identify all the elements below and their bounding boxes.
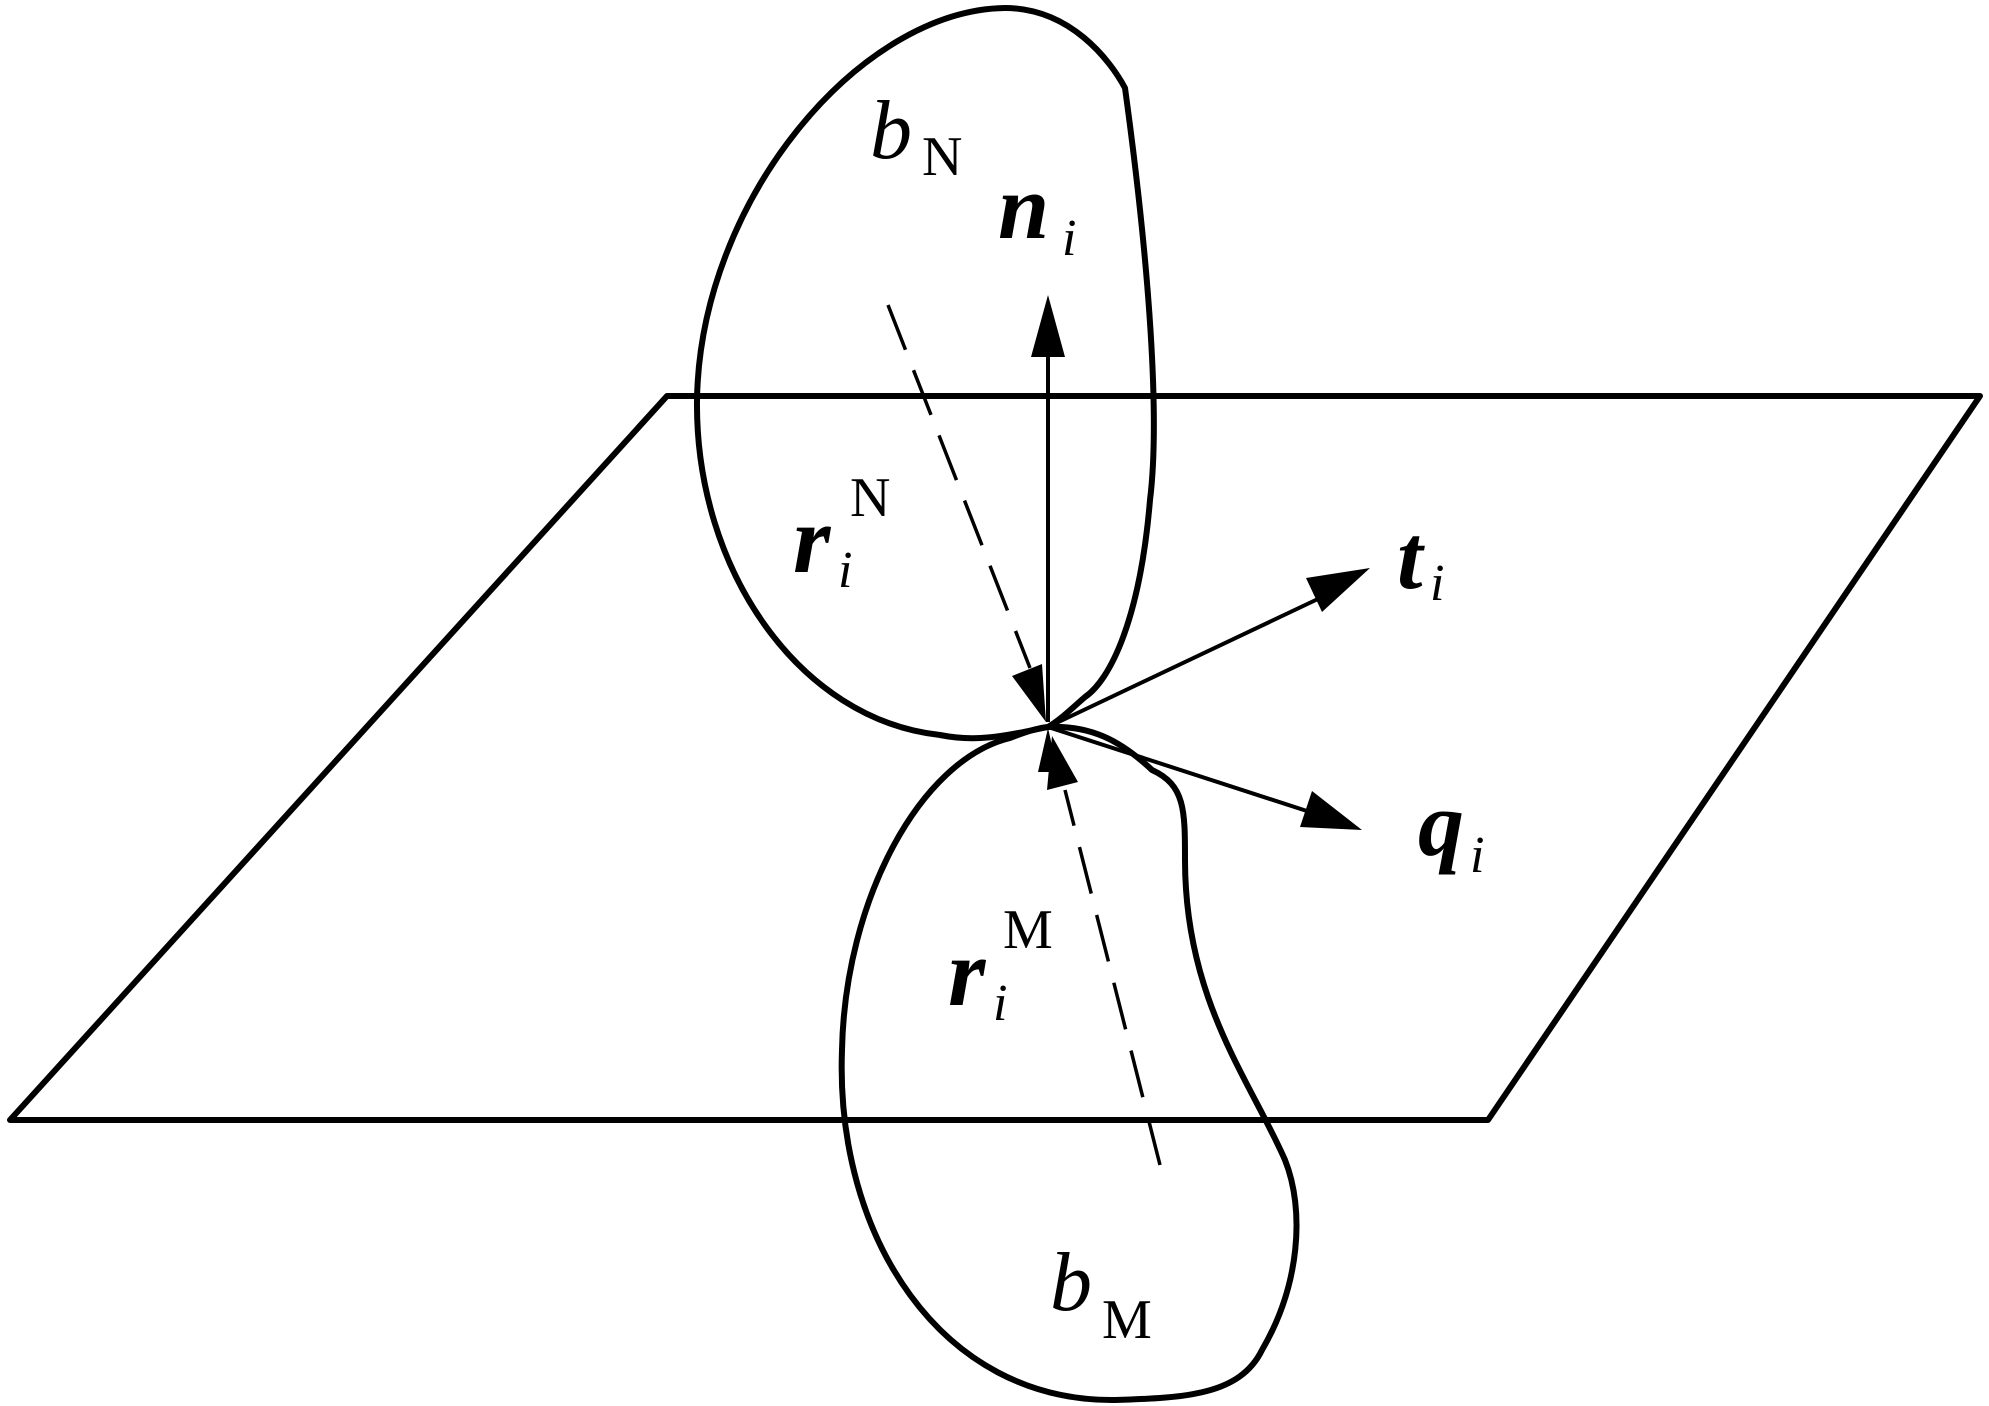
- svg-text:M: M: [1003, 899, 1053, 961]
- label-tangent-t: t i: [1397, 506, 1444, 612]
- svg-text:N: N: [922, 126, 962, 188]
- radius-n-arrowhead: [1012, 664, 1046, 722]
- normal-arrowhead: [1031, 295, 1065, 357]
- tangent-q-vector: [1047, 725, 1311, 814]
- label-body-n: b N: [870, 84, 962, 188]
- body-m-outline: [838, 723, 1300, 1404]
- svg-text:N: N: [850, 467, 890, 529]
- svg-text:b: b: [870, 84, 912, 177]
- svg-text:i: i: [993, 975, 1007, 1032]
- svg-text:i: i: [838, 542, 852, 599]
- tangent-q-arrowhead: [1300, 791, 1362, 830]
- label-tangent-q: q i: [1418, 773, 1484, 884]
- svg-text:n: n: [998, 156, 1049, 258]
- label-radius-n: r i N: [793, 467, 890, 599]
- body-n-outline: [693, 5, 1157, 742]
- radius-n-vector: [886, 304, 1032, 669]
- svg-text:r: r: [948, 919, 987, 1026]
- label-body-m: b M: [1050, 1236, 1152, 1351]
- svg-text:i: i: [1062, 210, 1076, 267]
- svg-text:i: i: [1430, 555, 1444, 612]
- tangent-t-arrowhead: [1306, 568, 1370, 612]
- tangent-t-vector: [1047, 596, 1321, 729]
- normal-lower-arrowhead: [1038, 728, 1058, 772]
- label-radius-m: r i M: [948, 899, 1053, 1032]
- radius-m-vector: [1063, 789, 1162, 1166]
- svg-text:M: M: [1102, 1289, 1152, 1351]
- svg-text:r: r: [793, 486, 832, 593]
- tangent-plane: [7, 393, 1983, 1123]
- svg-text:b: b: [1050, 1236, 1092, 1329]
- radius-m-arrowhead: [1047, 736, 1078, 790]
- svg-text:q: q: [1418, 773, 1464, 875]
- svg-text:t: t: [1397, 506, 1425, 608]
- svg-text:i: i: [1470, 827, 1484, 884]
- label-normal: n i: [998, 156, 1076, 267]
